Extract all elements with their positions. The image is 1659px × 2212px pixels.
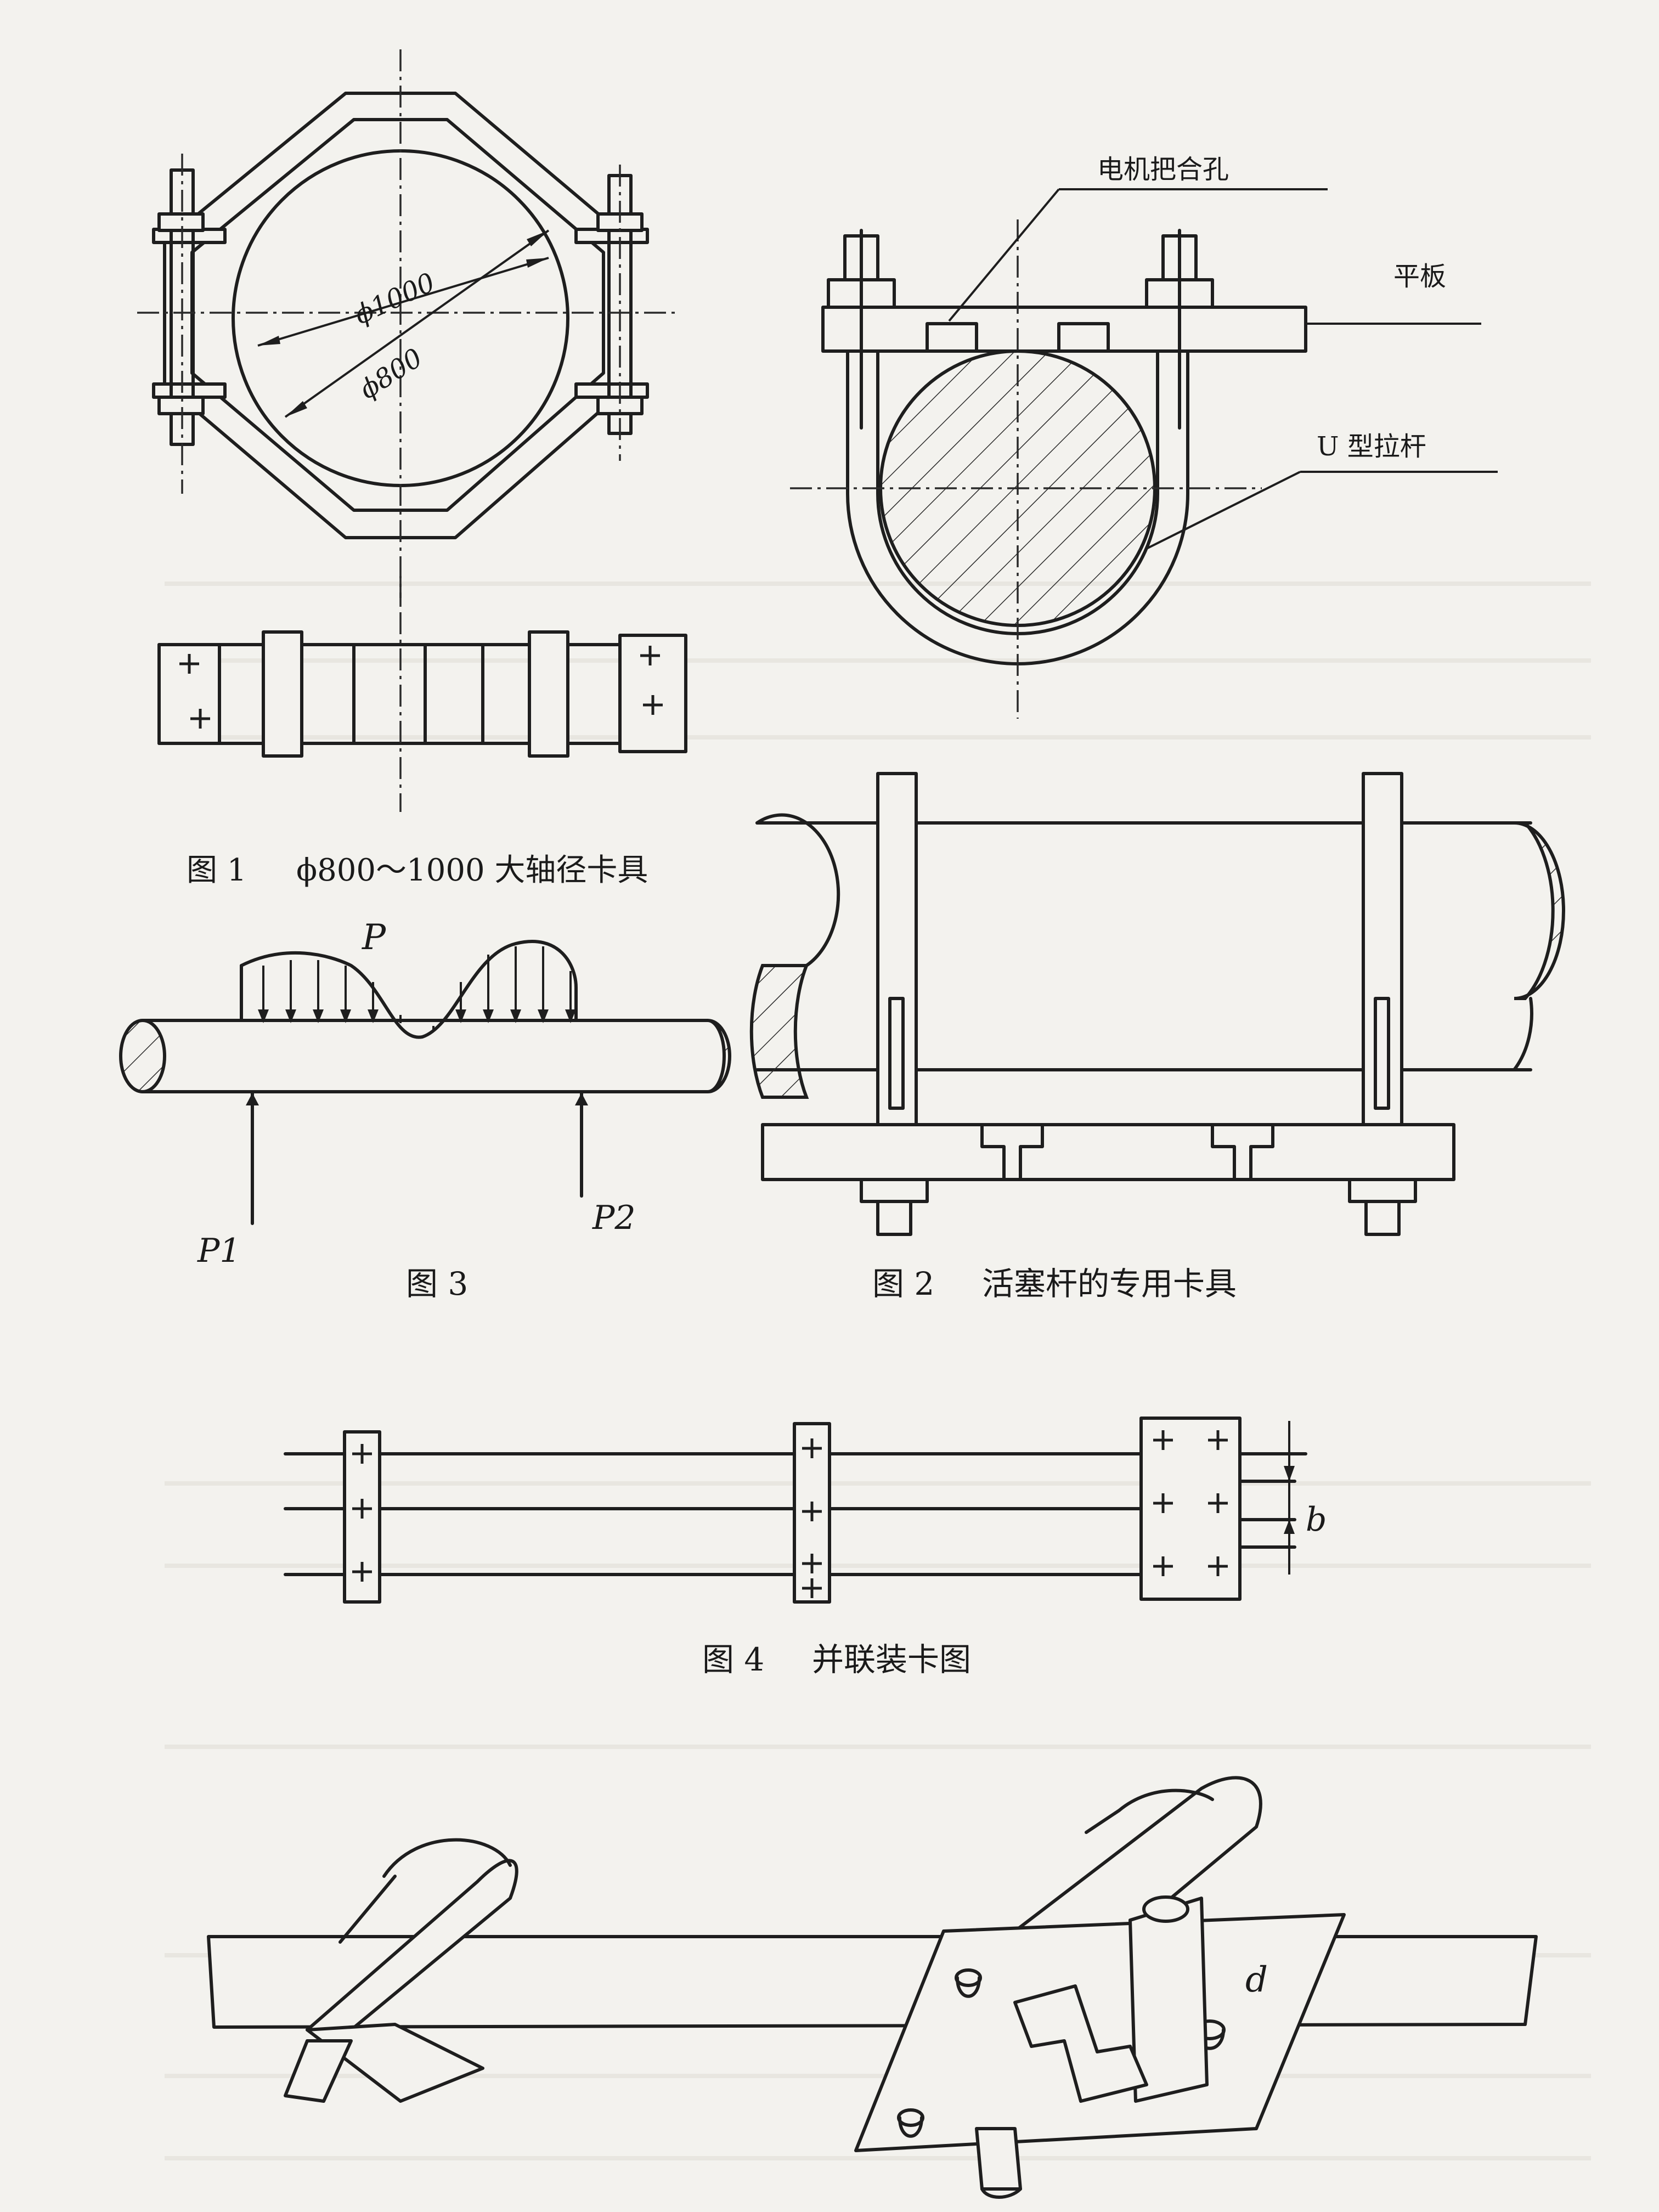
load-label-p: P	[362, 917, 386, 958]
support-label-p1: P1	[197, 1232, 241, 1270]
plate-mark-d: d	[1245, 1960, 1268, 2000]
dim-outer-diameter: ϕ1000	[349, 267, 439, 331]
fig2-caption-number: 图 2	[872, 1265, 934, 1302]
callout-u-rod: U 型拉杆	[1317, 431, 1426, 462]
support-label-p2: P2	[592, 1199, 636, 1237]
clamp-right-block	[1139, 1417, 1242, 1601]
callout-motor-holes: 电机把合孔	[1097, 154, 1229, 185]
fig1-caption-text: ϕ800～1000 大轴径卡具	[296, 853, 648, 888]
fig3-caption-number: 图 3	[406, 1265, 468, 1302]
figure-2-side-view	[749, 772, 1565, 1236]
callout-plate: 平板	[1393, 261, 1446, 292]
fig4-caption-number: 图 4	[702, 1641, 764, 1678]
dim-spacing-b: b	[1306, 1500, 1327, 1539]
distributed-load-arrows	[258, 946, 576, 1031]
figure-3-load-diagram: P P1 P2 图 3	[119, 917, 731, 1302]
figure-1-large-shaft-clamp: ϕ1000 ϕ800 图 1 ϕ800～1000 大轴径卡具	[137, 49, 687, 888]
fig4-caption-text: 并联装卡图	[812, 1641, 971, 1678]
fig1-caption-number: 图 1	[187, 853, 246, 888]
figure-5-perspective-fixture: d	[207, 1776, 1538, 2199]
figure-1-side-view	[157, 576, 687, 812]
figure-2-piston-rod-fixture: 电机把合孔 平板 U 型拉杆	[749, 154, 1565, 1302]
figure-4-parallel-clamping: b 图 4 并联装卡图	[284, 1417, 1327, 1678]
fig2-caption-text: 活塞杆的专用卡具	[982, 1265, 1237, 1302]
dim-inner-diameter: ϕ800	[354, 342, 428, 405]
